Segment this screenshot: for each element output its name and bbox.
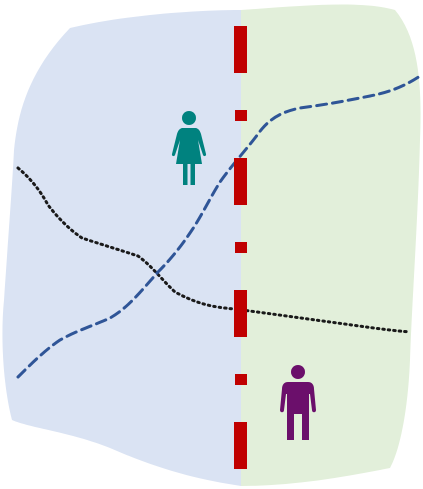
divider-segment bbox=[234, 26, 247, 73]
male-person-icon bbox=[280, 365, 316, 440]
female-person-icon bbox=[171, 111, 207, 185]
divider-segment bbox=[234, 158, 247, 205]
divider-segment bbox=[234, 422, 247, 469]
left-region bbox=[2, 10, 241, 486]
dotted-route bbox=[16, 166, 412, 334]
red-divider-line bbox=[234, 26, 247, 469]
divider-segment bbox=[235, 374, 247, 385]
right-region bbox=[241, 4, 421, 486]
dashed-route bbox=[16, 74, 422, 379]
divider-segment bbox=[235, 242, 247, 253]
divider-segment bbox=[235, 110, 247, 121]
divider-segment bbox=[234, 290, 247, 337]
